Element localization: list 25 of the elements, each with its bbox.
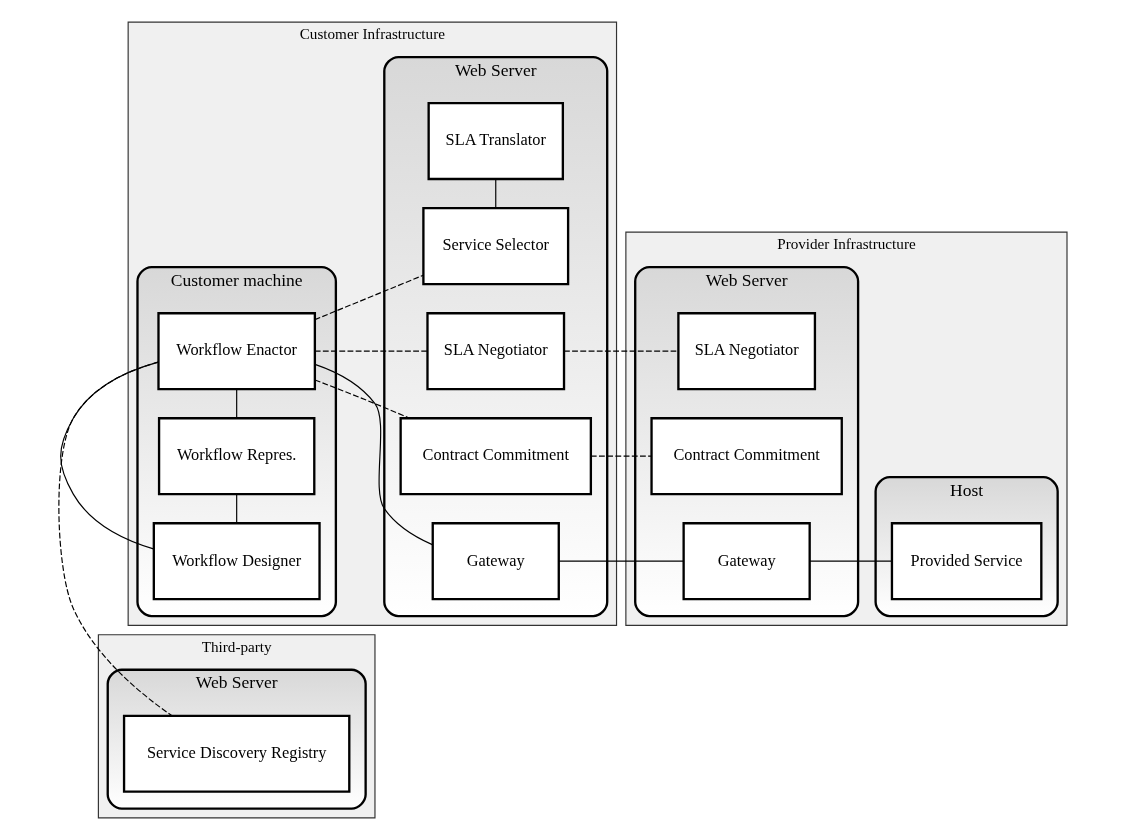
node-box: Contract Commitment xyxy=(399,417,593,496)
node-box: Workflow Enactor xyxy=(157,312,317,391)
node-box: SLA Negotiator xyxy=(426,312,566,391)
connector xyxy=(236,388,238,419)
node-box: Service Discovery Registry xyxy=(122,714,351,793)
node-box: Gateway xyxy=(431,522,560,601)
node-box: SLA Translator xyxy=(427,102,565,181)
node-box: SLA Negotiator xyxy=(677,312,817,391)
node-box: Workflow Repres. xyxy=(157,417,316,496)
node-box: Workflow Designer xyxy=(152,522,321,601)
connector xyxy=(58,361,173,717)
connector xyxy=(314,363,433,546)
connector xyxy=(314,350,428,352)
connector xyxy=(236,493,238,524)
connector xyxy=(495,178,497,209)
node-box: Contract Commitment xyxy=(650,417,843,496)
connector xyxy=(314,379,411,419)
connector xyxy=(314,274,424,321)
connector xyxy=(809,560,893,562)
connector xyxy=(563,350,679,352)
node-box: Provided Service xyxy=(890,522,1043,601)
connector xyxy=(590,455,652,457)
node-box: Gateway xyxy=(682,522,811,601)
connector xyxy=(558,560,684,562)
node-box: Service Selector xyxy=(422,207,570,286)
